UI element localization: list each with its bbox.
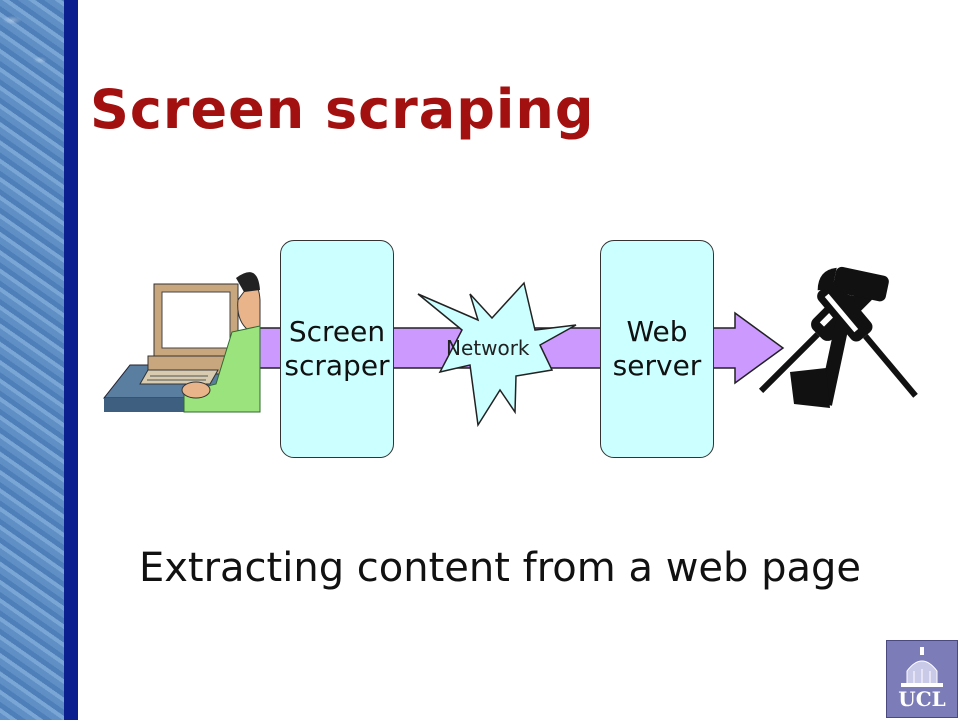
- tools-icon: [758, 266, 918, 408]
- ucl-logo-text: UCL: [898, 687, 946, 711]
- web-server-box: Web server: [600, 240, 714, 458]
- user-at-computer-icon: [102, 272, 261, 413]
- sidebar-decoration: [0, 0, 64, 720]
- ucl-logo: UCL: [886, 640, 958, 718]
- web-server-line-1: Web: [626, 315, 688, 348]
- web-server-line-2: server: [612, 349, 702, 382]
- slide-title: Screen scraping: [90, 78, 595, 141]
- sidebar-edge: [64, 0, 78, 720]
- screen-scraper-box: Screen scraper: [280, 240, 394, 458]
- slide-caption: Extracting content from a web page: [138, 545, 862, 591]
- dome-icon: [901, 647, 943, 687]
- screen-scraper-line-1: Screen: [288, 315, 386, 348]
- network-label: Network: [446, 336, 530, 360]
- screen-scraper-line-2: scraper: [284, 349, 390, 382]
- network-burst: [417, 281, 577, 428]
